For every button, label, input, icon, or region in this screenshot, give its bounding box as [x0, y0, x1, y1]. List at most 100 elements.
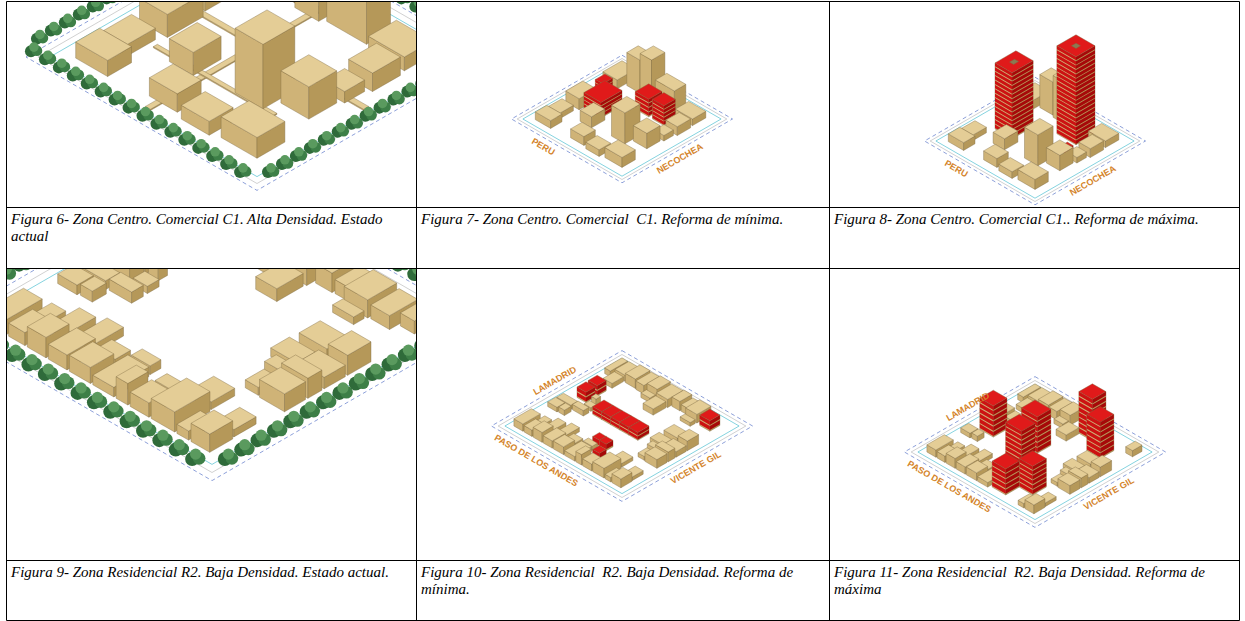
- tree-crown: [159, 173, 173, 187]
- tree-crown: [284, 191, 297, 204]
- roof: [333, 299, 365, 317]
- tree-crown: [433, 66, 443, 76]
- tree: [332, 382, 352, 400]
- tree-crown: [399, 258, 412, 271]
- building-face: [158, 263, 167, 281]
- roof: [655, 73, 686, 91]
- tree: [218, 449, 238, 467]
- tree-crown: [443, 61, 455, 73]
- tree-crown: [430, 9, 441, 20]
- building-face: [150, 250, 162, 266]
- building-face: [161, 245, 182, 267]
- roof: [221, 101, 285, 138]
- roof: [643, 396, 666, 409]
- tree: [342, 226, 362, 244]
- street-line: [38, 0, 476, 184]
- tree-crown: [461, 50, 471, 60]
- isometric-block: [904, 377, 1165, 528]
- tree-crown: [272, 420, 283, 431]
- tree-crown: [429, 273, 440, 284]
- tree-crown: [164, 169, 175, 180]
- sidewalk-line: [0, 184, 455, 465]
- roof: [150, 238, 183, 257]
- tree-crown: [85, 75, 95, 85]
- tree-crown: [255, 430, 266, 441]
- tree-crown: [448, 286, 461, 299]
- tree-crown: [452, 316, 463, 327]
- tree: [391, 254, 411, 272]
- tree-crown: [379, 245, 390, 256]
- tree: [81, 75, 98, 90]
- tree: [407, 264, 427, 282]
- tree: [21, 354, 41, 372]
- tree-crown: [415, 78, 427, 90]
- tree-crown: [57, 58, 67, 68]
- building-face: [241, 230, 257, 257]
- tree-crown: [183, 131, 193, 141]
- tree-crown: [0, 339, 9, 352]
- curb-line: [0, 167, 483, 480]
- tree-crown: [63, 14, 73, 24]
- tree-crown: [465, 33, 477, 45]
- tree: [54, 373, 74, 391]
- roof: [328, 331, 371, 356]
- tree: [262, 163, 279, 178]
- tree-crown: [370, 363, 381, 374]
- tree-crown: [20, 258, 33, 271]
- tree-crown: [265, 179, 276, 190]
- curb-line: [904, 377, 1165, 528]
- tree-crown: [276, 191, 290, 205]
- table-rule: [6, 2, 7, 621]
- tree-crown: [415, 267, 428, 280]
- tree: [451, 22, 468, 37]
- roof: [993, 125, 1018, 139]
- tree-crown: [358, 239, 372, 253]
- roof: [81, 276, 107, 291]
- tree: [465, 30, 482, 45]
- table-rule: [829, 2, 830, 621]
- tree: [415, 75, 432, 90]
- tree-crown: [288, 411, 299, 422]
- tree-crown: [363, 235, 374, 246]
- roof: [251, 249, 281, 267]
- street-name: NECOCHEA: [655, 142, 704, 176]
- tree-crown: [378, 99, 388, 109]
- roof: [680, 414, 695, 423]
- tree-crown: [183, 163, 196, 176]
- tree: [164, 123, 181, 138]
- tree-crown: [406, 83, 416, 93]
- tree-crown: [59, 373, 70, 384]
- light-well: [1010, 59, 1019, 64]
- tree-crown: [478, 45, 489, 56]
- building-face: [327, 0, 367, 44]
- tree: [192, 150, 212, 168]
- tree: [39, 50, 56, 65]
- new-roof: [1006, 414, 1035, 431]
- tree-crown: [451, 25, 463, 37]
- tree-crown: [113, 91, 123, 101]
- tree: [185, 449, 205, 467]
- tree: [28, 245, 48, 263]
- tree: [192, 139, 209, 154]
- tree: [251, 430, 271, 448]
- roof: [349, 43, 401, 73]
- tree-crown: [33, 245, 44, 256]
- tree: [429, 66, 446, 81]
- tree-crown: [43, 363, 54, 374]
- tree-crown: [49, 22, 59, 32]
- tree-crown: [354, 373, 365, 384]
- tree-crown: [143, 182, 157, 196]
- sidewalk-line: [50, 0, 464, 177]
- tree-crown: [455, 22, 465, 32]
- roof: [27, 313, 69, 337]
- roof: [148, 257, 167, 268]
- tree: [103, 401, 123, 419]
- tree-crown: [403, 345, 414, 356]
- tree-crown: [141, 107, 151, 117]
- tree-crown: [176, 163, 190, 177]
- roof: [672, 390, 692, 402]
- building-face: [205, 0, 235, 11]
- tree: [382, 354, 402, 372]
- roof: [1126, 441, 1142, 450]
- tree: [409, 0, 426, 12]
